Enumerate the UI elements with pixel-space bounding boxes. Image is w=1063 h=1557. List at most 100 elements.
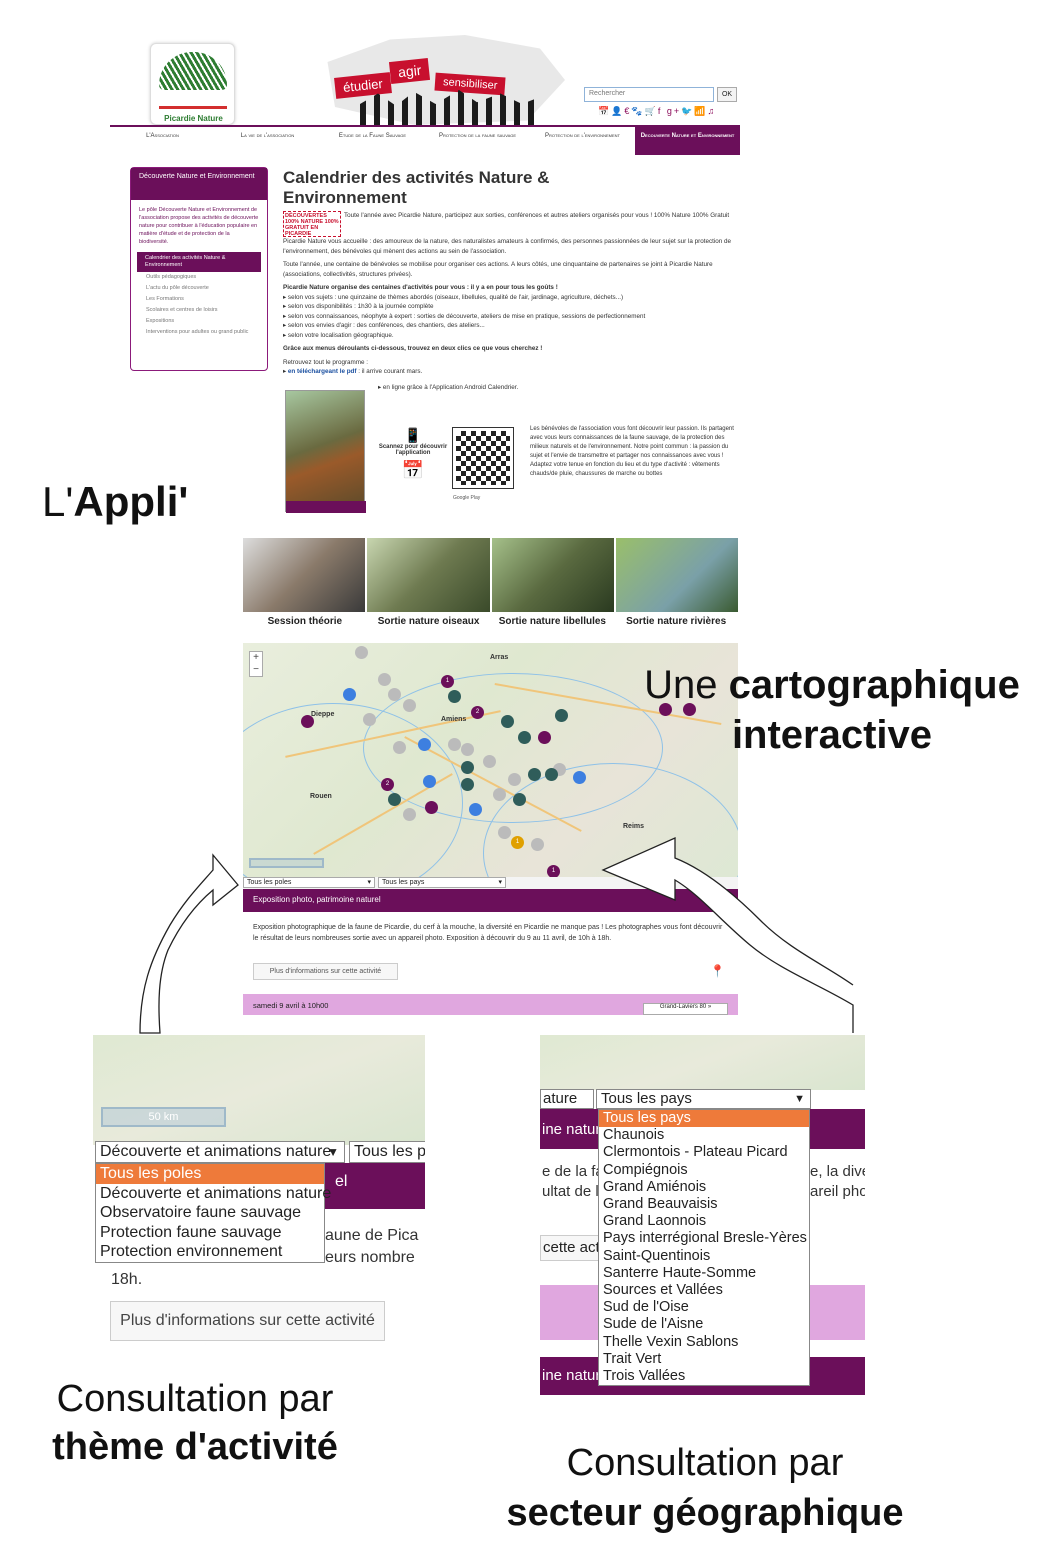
option-clermontois[interactable]: Clermontois - Plateau Picard: [603, 1144, 788, 1161]
sidebar-item-interventions[interactable]: Interventions pour adultes ou grand publ…: [146, 329, 249, 335]
nav-vie-association[interactable]: La vie de l'association: [240, 133, 295, 139]
option-protection-environnement[interactable]: Protection environnement: [100, 1243, 283, 1260]
map-marker[interactable]: [355, 646, 368, 659]
map-marker[interactable]: 2: [471, 706, 484, 719]
map-marker[interactable]: [493, 788, 506, 801]
map-marker[interactable]: [538, 731, 551, 744]
map-marker[interactable]: 2: [381, 778, 394, 791]
map-marker[interactable]: [425, 801, 438, 814]
search-input[interactable]: Rechercher: [584, 87, 714, 102]
sidebar-item-actu[interactable]: L'actu du pôle découverte: [146, 285, 209, 291]
photo-sortie-oiseaux[interactable]: [367, 538, 490, 612]
map-marker[interactable]: [461, 778, 474, 791]
option-chaunois[interactable]: Chaunois: [603, 1127, 665, 1144]
map-marker[interactable]: [448, 690, 461, 703]
nav-protection-faune[interactable]: Protection de la faune sauvage: [438, 133, 517, 139]
option-compiegnois[interactable]: Compiégnois: [603, 1161, 688, 1178]
nav-decouverte[interactable]: Decouverte Nature et Environnement: [635, 127, 740, 155]
map-marker[interactable]: 1: [547, 865, 560, 878]
map-marker[interactable]: [531, 838, 544, 851]
event-location-button[interactable]: Grand-Laviers 80 »: [643, 1003, 728, 1015]
map-marker[interactable]: [363, 713, 376, 726]
qr-code[interactable]: [452, 427, 514, 489]
option-trois-vallees[interactable]: Trois Vallées: [603, 1368, 686, 1385]
option-santerre[interactable]: Santerre Haute-Somme: [603, 1264, 757, 1281]
map-marker[interactable]: [448, 738, 461, 751]
map-marker[interactable]: [378, 673, 391, 686]
map-marker[interactable]: [573, 771, 586, 784]
option-thelle-vexin[interactable]: Thelle Vexin Sablons: [603, 1333, 739, 1350]
nav-association[interactable]: L'Association: [146, 133, 179, 139]
map-marker[interactable]: [469, 803, 482, 816]
photo-sortie-libellules[interactable]: [491, 538, 614, 612]
map-marker[interactable]: [528, 768, 541, 781]
photo-sortie-rivieres[interactable]: [615, 538, 738, 612]
map-marker[interactable]: [683, 703, 696, 716]
location-pin-icon[interactable]: 📍: [710, 964, 725, 978]
sidebar-item-outils[interactable]: Outils pédagogiques: [146, 274, 197, 280]
map-marker[interactable]: [461, 761, 474, 774]
nav-protection-environnement[interactable]: Protection de l'environnement: [545, 133, 620, 139]
map-marker[interactable]: [501, 715, 514, 728]
map-marker[interactable]: [545, 768, 558, 781]
map-fragment: [540, 1035, 865, 1090]
more-info-button[interactable]: Plus d'informations sur cette activité: [253, 963, 398, 980]
picardie-nature-logo[interactable]: Picardie Nature: [150, 43, 235, 125]
map-marker[interactable]: [498, 826, 511, 839]
sidebar-item-scolaires[interactable]: Scolaires et centres de loisirs: [146, 307, 218, 313]
pays-select[interactable]: Tous les pays: [378, 877, 506, 888]
map-marker[interactable]: [508, 773, 521, 786]
option-observatoire[interactable]: Observatoire faune sauvage: [100, 1204, 302, 1221]
map-marker[interactable]: [393, 741, 406, 754]
sidebar-item-expositions[interactable]: Expositions: [146, 318, 175, 324]
event-date[interactable]: samedi 9 avril à 10h00: [243, 994, 738, 1015]
social-icons[interactable]: 📅👤€🐾🛒f g+🐦📶♫: [598, 106, 717, 116]
map-marker[interactable]: [418, 738, 431, 751]
option-grand-laonnois[interactable]: Grand Laonnois: [603, 1213, 707, 1230]
more-info-button[interactable]: Plus d'informations sur cette activité: [110, 1301, 385, 1341]
option-tous-les-pays[interactable]: Tous les pays: [599, 1110, 809, 1128]
pole-select[interactable]: Découverte et animations nature▼: [95, 1141, 345, 1163]
map-marker[interactable]: [388, 688, 401, 701]
photo-session-theorie[interactable]: [243, 538, 366, 612]
map-marker[interactable]: [461, 743, 474, 756]
map-marker[interactable]: [518, 731, 531, 744]
option-grand-amienois[interactable]: Grand Amiénois: [603, 1178, 707, 1195]
map-marker[interactable]: [659, 703, 672, 716]
map-marker[interactable]: [403, 808, 416, 821]
option-sude-aisne[interactable]: Sude de l'Aisne: [603, 1316, 704, 1333]
map-marker[interactable]: [343, 688, 356, 701]
pays-select[interactable]: Tous les pays: [349, 1141, 425, 1163]
map-marker[interactable]: [423, 775, 436, 788]
option-protection-faune[interactable]: Protection faune sauvage: [100, 1223, 282, 1241]
event-title[interactable]: Exposition photo, patrimoine naturel: [243, 889, 738, 912]
map-marker[interactable]: [483, 755, 496, 768]
pole-select[interactable]: ature: [540, 1089, 594, 1109]
map-marker[interactable]: [513, 793, 526, 806]
pole-select[interactable]: Tous les poles: [243, 877, 375, 888]
calendar-cover-image[interactable]: [285, 390, 366, 513]
map-marker[interactable]: [388, 793, 401, 806]
pdf-link[interactable]: en téléchargeant le pdf: [287, 368, 357, 375]
sidebar-item-formations[interactable]: Les Formations: [146, 296, 184, 302]
map-marker[interactable]: 1: [441, 675, 454, 688]
map-marker[interactable]: [403, 699, 416, 712]
nav-etude-faune[interactable]: Etude de la Faune Sauvage: [338, 133, 407, 139]
option-grand-beauvaisis[interactable]: Grand Beauvaisis: [603, 1196, 718, 1213]
interactive-map[interactable]: +− Arras Dieppe Amiens Rouen Reims 1 2 2: [243, 643, 738, 883]
option-decouverte[interactable]: Découverte et animations nature: [100, 1184, 332, 1202]
option-sources-vallees[interactable]: Sources et Vallées: [603, 1282, 723, 1299]
option-sud-oise[interactable]: Sud de l'Oise: [603, 1299, 689, 1316]
map-marker[interactable]: [555, 709, 568, 722]
option-tous-les-poles[interactable]: Tous les poles: [96, 1164, 324, 1184]
event-header-fragment: el: [325, 1163, 425, 1209]
map-marker[interactable]: 1: [511, 836, 524, 849]
pays-select[interactable]: Tous les pays▼: [596, 1089, 811, 1109]
option-bresle-yeres[interactable]: Pays interrégional Bresle-Yères: [603, 1230, 807, 1247]
sidebar-item-calendrier[interactable]: Calendrier des activités Nature & Enviro…: [137, 252, 261, 272]
map-marker[interactable]: [301, 715, 314, 728]
option-trait-vert[interactable]: Trait Vert: [603, 1350, 662, 1367]
zoom-control[interactable]: +−: [249, 651, 263, 677]
option-saint-quentinois[interactable]: Saint-Quentinois: [603, 1247, 711, 1264]
search-button[interactable]: OK: [717, 87, 737, 102]
